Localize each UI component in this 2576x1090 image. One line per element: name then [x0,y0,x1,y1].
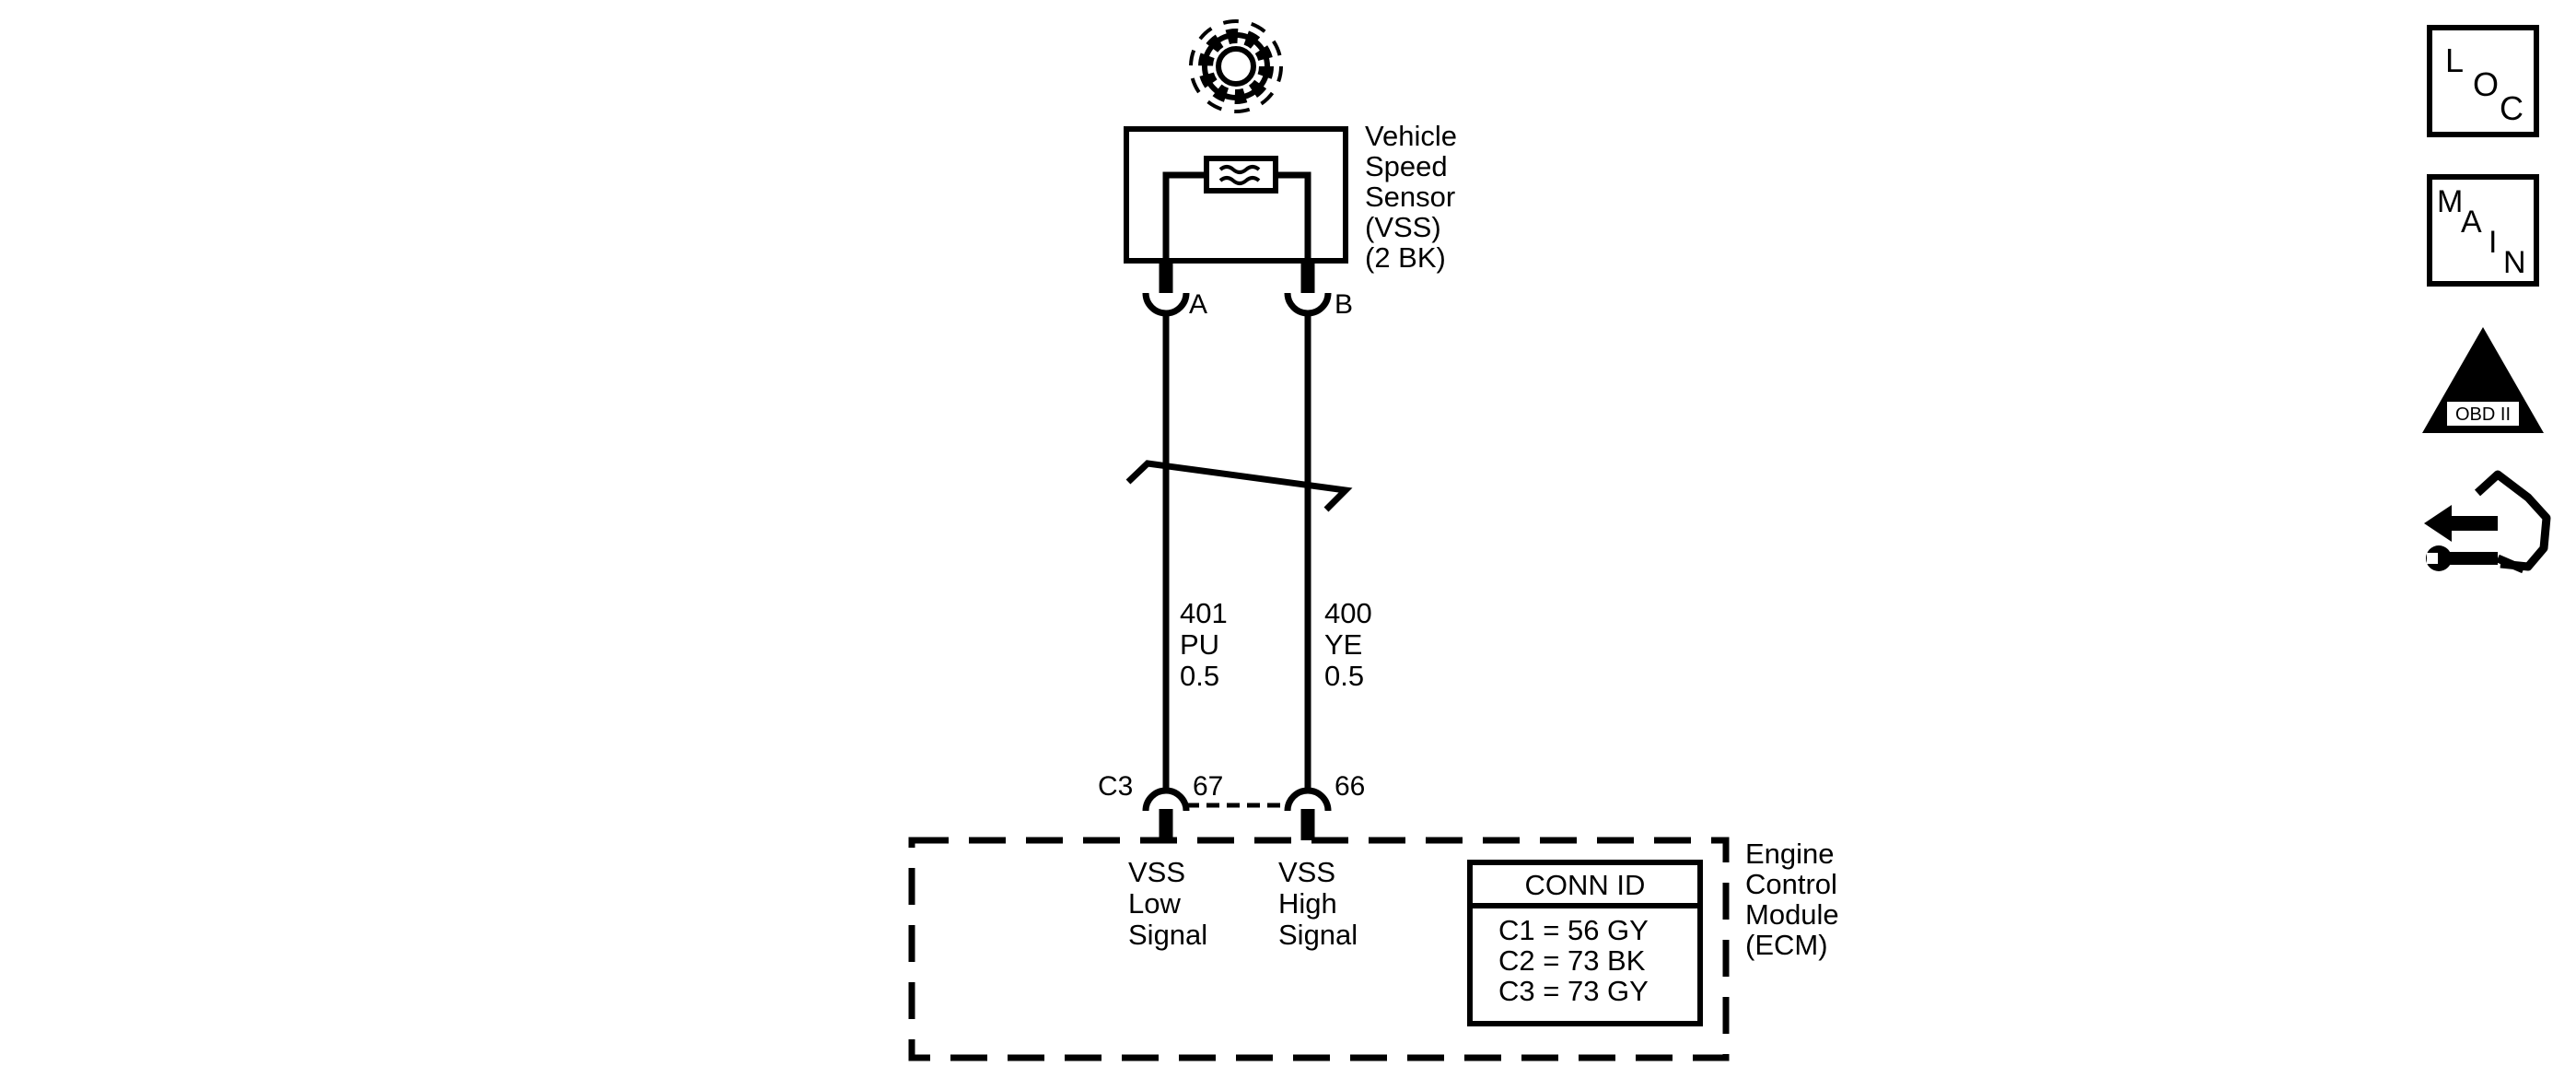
wire-401-circuit: 401 [1180,597,1228,629]
conn-id-row: C3 = 73 GY [1498,975,1649,1007]
ecm-name-line: (ECM) [1745,929,1828,961]
main-letter: I [2489,225,2497,260]
loc-letter: O [2473,65,2499,103]
sensor-name: Vehicle Speed Sensor (VSS) (2 BK) [1365,120,1465,274]
sensor-element [1204,156,1278,193]
obd-caption: OBD II [2455,404,2511,425]
wire-401-gauge: 0.5 [1180,660,1219,692]
twisted-pair-symbol [1125,460,1353,512]
ecm-name: Engine Control Module (ECM) [1745,838,1847,961]
ecm-pin-66-terminal [1284,787,1332,812]
ecm-name-line: Engine [1745,838,1835,870]
loc-letter: L [2445,41,2464,79]
ecm-pin-66-label: 66 [1335,771,1365,802]
sensor-pin-a-terminal [1142,292,1190,317]
sensor-name-line: (VSS) [1365,211,1441,243]
main-letter: A [2461,205,2482,240]
sensor-name-line: Vehicle [1365,120,1457,152]
conn-id-row: C2 = 73 BK [1498,944,1646,977]
sensor-pin-b-label: B [1335,289,1353,320]
obd-roman: II [2475,359,2492,394]
loc-icon[interactable]: L O C [2427,25,2539,137]
vss-low-signal-line: Signal [1128,919,1207,951]
vss-low-signal-label: VSS Low Signal [1128,856,1207,951]
ecm-name-line: Control [1745,868,1837,900]
ecm-pin-67-label: 67 [1193,771,1223,802]
vss-high-signal-line: High [1278,887,1337,920]
sensor-name-line: Sensor [1365,181,1455,213]
main-letter: M [2437,184,2463,219]
ecm-pin-67-terminal [1142,787,1190,812]
vss-high-signal-line: Signal [1278,919,1358,951]
wire-401-label: 401 PU 0.5 [1180,597,1235,692]
ecm-connector-label: C3 [1098,771,1133,802]
sensor-pin-b-terminal [1284,292,1332,317]
wrench-hand-arrow-icon[interactable] [2424,470,2551,574]
wire-400-label: 400 YE 0.5 [1324,597,1380,692]
gear-icon [1189,19,1283,113]
conn-id-title: CONN ID [1525,869,1646,901]
wire-401-color: PU [1180,628,1219,661]
vss-low-signal-line: VSS [1128,856,1185,888]
conn-id-row: C1 = 56 GY [1498,914,1649,946]
sensor-internal-wire [1162,171,1311,261]
conn-id-table: CONN ID C1 = 56 GY C2 = 73 BK C3 = 73 GY [1467,860,1703,1026]
vss-low-signal-line: Low [1128,887,1181,920]
sensor-pin-a-label: A [1189,289,1207,320]
ecm-box [908,837,1730,1061]
main-icon[interactable]: M A I N [2427,174,2539,287]
vss-high-signal-label: VSS High Signal [1278,856,1358,951]
sensor-name-line: Speed [1365,150,1448,182]
vss-high-signal-line: VSS [1278,856,1335,888]
sensor-element-symbol [1218,165,1261,185]
loc-letter: C [2500,89,2524,127]
wire-400-circuit: 400 [1324,597,1372,629]
sensor-box [1124,126,1348,264]
main-letter: N [2503,245,2526,280]
obd-ii-icon[interactable]: II OBD II [2422,327,2544,433]
wire-400-gauge: 0.5 [1324,660,1364,692]
ecm-name-line: Module [1745,898,1839,931]
sensor-name-line: (2 BK) [1365,241,1446,274]
wire-400-color: YE [1324,628,1362,661]
